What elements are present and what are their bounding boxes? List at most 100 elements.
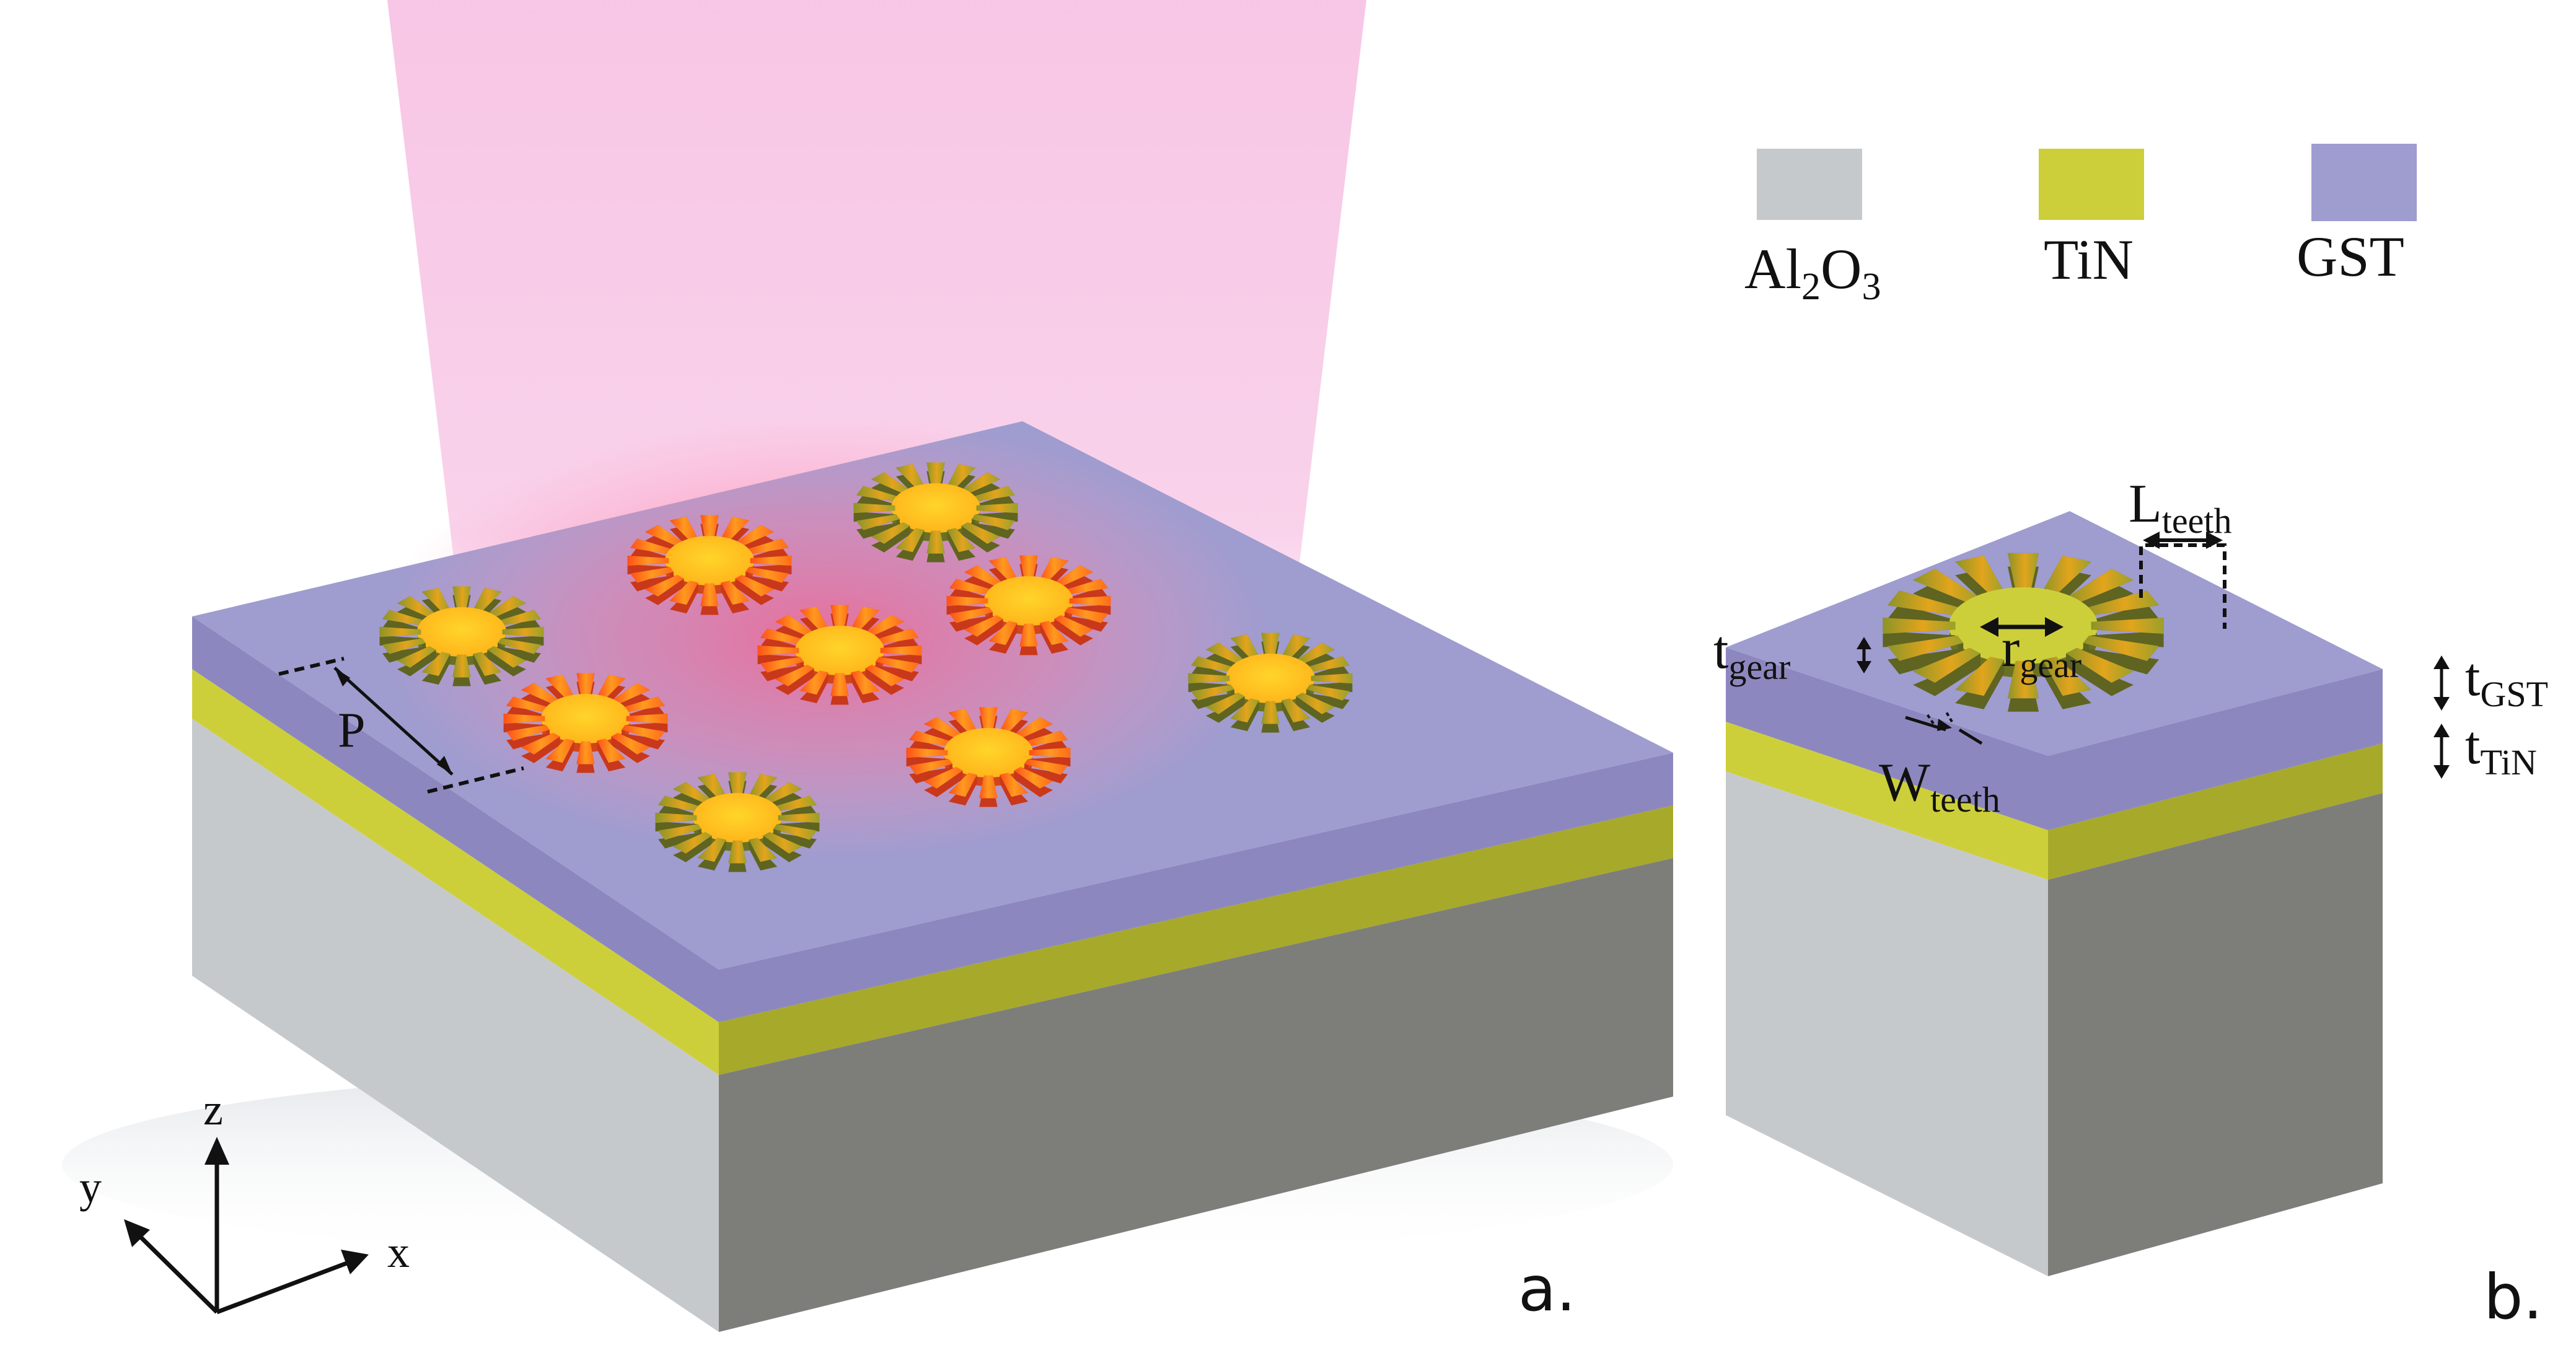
gear-tooth — [382, 638, 426, 654]
gear-tooth — [735, 575, 774, 597]
gear-tooth — [1206, 693, 1245, 714]
gear-tooth-side — [895, 528, 925, 561]
t-gear-label: tgear — [1713, 620, 1790, 687]
gear-tooth — [895, 528, 925, 553]
gear-hub — [891, 483, 980, 533]
gear-tooth — [502, 626, 544, 637]
gear-tooth — [421, 652, 451, 677]
gear-tooth — [949, 607, 993, 623]
gear-tooth — [926, 530, 945, 554]
gear-tooth — [851, 606, 880, 631]
gear-tooth — [851, 670, 880, 695]
gear-tooth — [397, 596, 436, 618]
gear-tooth — [627, 555, 669, 566]
cell-al2o3-left-face — [1726, 771, 2048, 1276]
period-annotation: P — [278, 657, 524, 794]
gear-hub — [1226, 654, 1315, 703]
t-tin-label: tTiN — [2465, 716, 2537, 782]
gear-tooth — [853, 502, 895, 514]
coordinate-axes: z y x — [79, 1085, 410, 1315]
gear-tooth — [1040, 556, 1069, 581]
gear-tooth — [576, 673, 595, 696]
gear-tooth — [799, 606, 829, 631]
gear-tooth — [506, 696, 550, 712]
gear-tooth — [645, 575, 684, 597]
gear-tooth — [926, 462, 945, 486]
gear-tooth — [948, 773, 977, 797]
cell-tin-right-face — [2048, 743, 2383, 880]
gear-tooth — [961, 472, 1000, 494]
gear-tooth — [830, 605, 849, 628]
gear-tooth — [1888, 635, 1964, 661]
gear-hub — [984, 576, 1073, 626]
gear-tooth — [2066, 569, 2134, 604]
gear-tooth — [669, 580, 698, 605]
gear-tooth — [946, 595, 988, 607]
gear-tooth — [830, 673, 849, 696]
gear-tooth — [2083, 635, 2159, 661]
gear-tooth — [1024, 759, 1068, 775]
gear-tooth — [597, 674, 626, 699]
gear-tooth — [1306, 656, 1350, 672]
gear-tooth — [1230, 634, 1259, 659]
gear-tooth — [545, 738, 574, 763]
gear-tooth — [622, 696, 665, 712]
t-gst-label: tGST — [2465, 647, 2548, 714]
gear-tooth — [778, 812, 820, 823]
gear-tooth — [630, 538, 674, 554]
gear-tooth — [382, 610, 426, 626]
gear-tooth — [763, 832, 802, 854]
gear-tooth — [856, 486, 900, 502]
gear-tooth — [473, 652, 502, 677]
gear-5 — [757, 605, 922, 705]
gear-tooth — [487, 646, 526, 668]
gear-tooth — [626, 713, 668, 724]
gear-tooth — [1000, 773, 1029, 797]
gear-tooth-side — [597, 738, 626, 772]
gear-tooth — [1000, 708, 1029, 733]
gear-tooth — [2042, 555, 2091, 595]
gear-tooth — [452, 654, 471, 678]
gear-tooth — [611, 733, 650, 755]
gear-hub — [541, 694, 630, 743]
gear-tooth — [773, 824, 817, 840]
gear-array — [379, 462, 1353, 872]
gear-tooth — [728, 840, 747, 864]
gear-tooth — [775, 665, 814, 686]
gear-tooth-side — [1000, 773, 1029, 806]
gear-tooth — [735, 525, 774, 546]
gear-tooth — [1019, 555, 1038, 579]
gear-4 — [379, 586, 544, 686]
gear-tooth — [1306, 685, 1350, 701]
gear-tooth — [597, 738, 626, 763]
gear-6 — [1188, 633, 1353, 733]
gear-tooth — [947, 463, 976, 488]
gear-tooth — [757, 645, 799, 656]
gear-9 — [655, 772, 820, 872]
gear-tooth — [876, 628, 919, 644]
gear-tooth-side — [1955, 656, 2005, 709]
gear-tooth-side — [421, 652, 451, 685]
gear-tooth-side — [988, 621, 1018, 654]
gear-tooth — [871, 522, 910, 544]
gear-tooth — [498, 638, 541, 654]
gear-tooth-side — [697, 838, 726, 871]
gear-1 — [853, 462, 1018, 563]
gear-tooth — [2066, 647, 2134, 683]
gear-tooth — [421, 587, 451, 612]
gear-tooth — [452, 586, 471, 610]
gear-tooth — [949, 579, 993, 595]
gear-tooth — [1024, 730, 1068, 747]
gear-tooth — [506, 725, 550, 741]
gear-tooth — [1014, 767, 1053, 789]
cell-al2o3-right-face — [2048, 793, 2383, 1276]
gear-tooth — [1065, 579, 1108, 595]
gear-tooth — [745, 567, 789, 583]
gear-tooth — [697, 773, 726, 798]
gear-tooth — [2042, 656, 2091, 696]
gear-tooth — [976, 502, 1018, 514]
gear-tooth — [521, 683, 560, 704]
gear-tooth — [576, 741, 595, 764]
gear-tooth — [1191, 656, 1234, 672]
gear-tooth-side — [1230, 698, 1259, 732]
